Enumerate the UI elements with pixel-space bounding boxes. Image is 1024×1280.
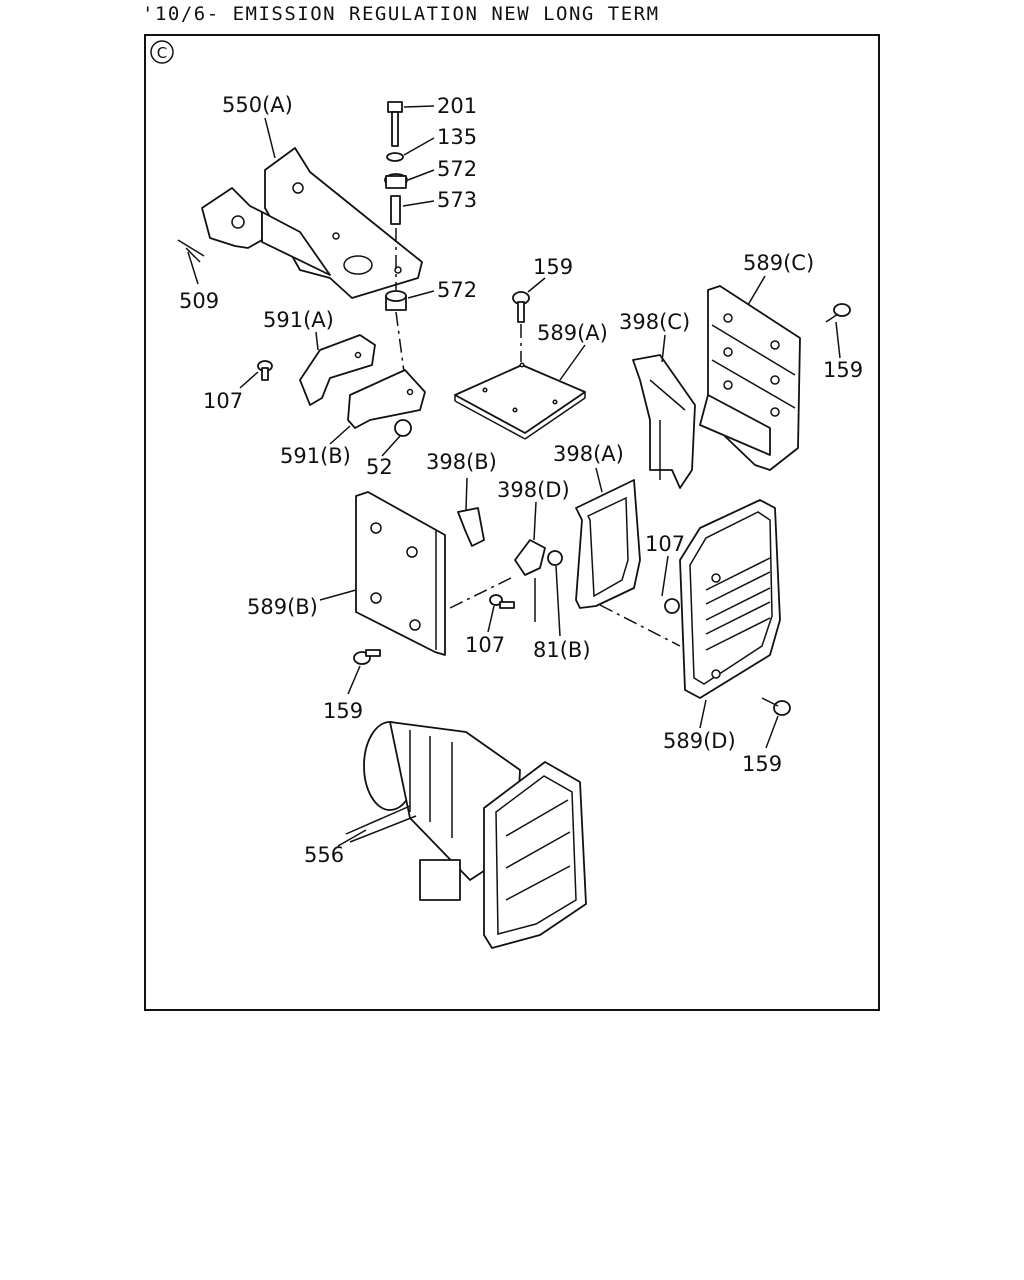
callout-572-lower: 572 [437, 278, 477, 302]
callout-labels: 550(A) 201 135 572 573 572 509 159 589(C… [179, 93, 863, 867]
callout-589c: 589(C) [743, 251, 814, 275]
callout-572-upper: 572 [437, 157, 477, 181]
part-398c-stay [632, 354, 696, 489]
part-589c-cover [699, 285, 851, 471]
callout-159-bottom-right: 159 [742, 752, 782, 776]
callout-589d: 589(D) [663, 729, 736, 753]
callout-591b: 591(B) [280, 444, 351, 468]
callout-589b: 589(B) [247, 595, 318, 619]
part-398a-frame [575, 479, 641, 609]
page-title: '10/6- EMISSION REGULATION NEW LONG TERM [142, 3, 660, 25]
callout-135: 135 [437, 125, 477, 149]
callout-591a: 591(A) [263, 308, 334, 332]
callout-398b: 398(B) [426, 450, 497, 474]
part-398b-398d-brackets [449, 507, 563, 622]
callout-81b: 81(B) [533, 638, 591, 662]
callout-52: 52 [366, 455, 393, 479]
callout-398c: 398(C) [619, 310, 690, 334]
part-589d-grille-cover [599, 499, 791, 716]
callout-398d: 398(D) [497, 478, 570, 502]
part-stack-mount [384, 101, 408, 373]
callout-107-left: 107 [203, 389, 243, 413]
callout-107-right: 107 [645, 532, 685, 556]
part-591-brackets [257, 334, 426, 437]
callout-556: 556 [304, 843, 344, 867]
callout-107-center: 107 [465, 633, 505, 657]
callout-159-right: 159 [823, 358, 863, 382]
leader-lines [187, 105, 841, 847]
part-556-muffler [345, 721, 587, 949]
diagram-frame [144, 34, 880, 1011]
callout-201: 201 [437, 94, 477, 118]
callout-398a: 398(A) [553, 442, 624, 466]
callout-550a: 550(A) [222, 93, 293, 117]
callout-159-top: 159 [533, 255, 573, 279]
callout-159-bottom-left: 159 [323, 699, 363, 723]
callout-589a: 589(A) [537, 321, 608, 345]
corner-mark: C [150, 40, 174, 64]
part-550a-bracket [177, 147, 423, 299]
part-589a-plate [454, 291, 586, 440]
callout-573: 573 [437, 188, 477, 212]
part-589b-plate [353, 491, 446, 665]
callout-509: 509 [179, 289, 219, 313]
corner-mark-letter: C [157, 44, 167, 62]
